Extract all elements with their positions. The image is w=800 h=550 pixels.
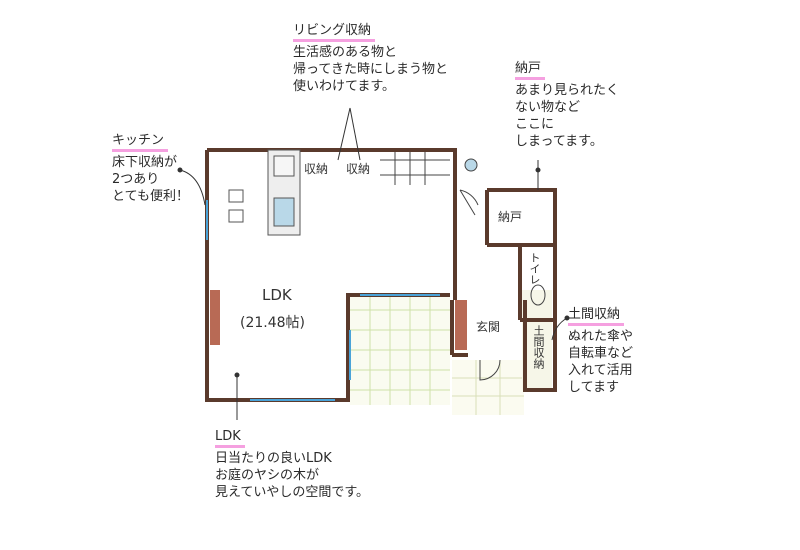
toilet-bowl bbox=[530, 284, 546, 306]
note-line: 床下収納が bbox=[112, 155, 178, 170]
note-ldk: LDK 日当たりの良いLDK お庭のヤシの木が 見えていやしの空間です。 bbox=[215, 428, 369, 501]
tiled-floor bbox=[350, 290, 552, 415]
note-line: してます bbox=[568, 380, 619, 395]
note-title: 納戸 bbox=[515, 60, 546, 80]
note-line: 2つあり bbox=[112, 172, 160, 187]
note-line: ぬれた傘や bbox=[568, 329, 634, 344]
note-line: 自転車など bbox=[568, 346, 634, 361]
plan-label-ldk: LDK bbox=[262, 286, 292, 304]
plan-label-toilet: トイレ bbox=[528, 252, 541, 285]
note-line: お庭のヤシの木が bbox=[215, 468, 320, 483]
note-title: キッチン bbox=[112, 132, 169, 152]
note-doma-storage: 土間収納 ぬれた傘や 自転車など 入れて活用 してます bbox=[568, 306, 633, 396]
note-line: 日当たりの良いLDK bbox=[215, 451, 332, 466]
note-line: しまってます。 bbox=[515, 134, 603, 149]
plan-label-doma-storage: 土間収納 bbox=[532, 325, 545, 369]
note-title: 土間収納 bbox=[568, 306, 625, 326]
note-line: ここに bbox=[515, 117, 555, 132]
plan-label-storage-1: 収納 bbox=[304, 162, 329, 176]
note-living-storage: リビング収納 生活感のある物と 帰ってきた時にしまう物と 使いわけてます。 bbox=[293, 22, 448, 95]
note-line: あまり見られたく bbox=[515, 83, 620, 98]
note-line: 帰ってきた時にしまう物と bbox=[293, 62, 448, 77]
note-title: リビング収納 bbox=[293, 22, 376, 42]
note-line: 見えていやしの空間です。 bbox=[215, 485, 370, 500]
plan-label-ldk-size: (21.48帖) bbox=[240, 315, 306, 331]
plan-label-storage-2: 収納 bbox=[346, 162, 371, 176]
plan-label-entrance: 玄関 bbox=[476, 320, 501, 334]
note-line: 入れて活用 bbox=[568, 363, 633, 378]
leader-lines bbox=[177, 107, 570, 420]
note-line: とても便利！ bbox=[112, 189, 189, 204]
note-title: LDK bbox=[215, 428, 245, 448]
doors bbox=[459, 189, 501, 381]
shoe-box bbox=[455, 300, 467, 350]
note-kitchen: キッチン 床下収納が 2つあり とても便利！ bbox=[112, 132, 189, 205]
windows bbox=[206, 200, 440, 401]
kitchen-counter bbox=[228, 149, 301, 236]
note-line: 使いわけてます。 bbox=[293, 79, 396, 94]
column bbox=[464, 158, 478, 172]
plan-label-nando: 納戸 bbox=[498, 210, 523, 224]
note-line: ない物など bbox=[515, 100, 581, 115]
note-nando: 納戸 あまり見られたく ない物など ここに しまってます。 bbox=[515, 60, 619, 150]
tv-board bbox=[210, 290, 220, 345]
stairs bbox=[380, 152, 450, 185]
note-line: 生活感のある物と bbox=[293, 45, 398, 60]
